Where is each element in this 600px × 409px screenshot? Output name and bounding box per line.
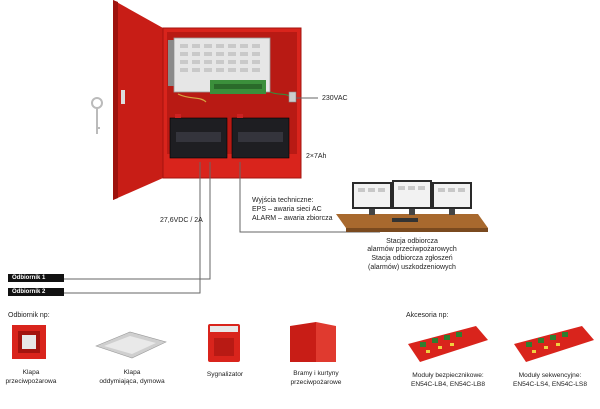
accessory-label-sequential-modules: Moduły sekwencyjne: EN54C-LS4, EN54C-LS8	[500, 372, 600, 389]
product-sequential-module	[514, 326, 594, 362]
monitor-middle	[392, 180, 432, 215]
product-fire-damper-line1: Klapa	[22, 369, 40, 376]
station-line-1: Stacja odbiorcza	[386, 238, 438, 245]
receiver-1-tag: Odbiornik 1	[8, 274, 64, 282]
technical-output-eps: EPS – awaria sieci AC	[252, 206, 322, 213]
product-smoke-damper-line1: Klapa	[123, 369, 141, 376]
product-fuse-module	[408, 326, 488, 362]
workstation	[336, 180, 488, 232]
receiver-2-tag: Odbiornik 2	[8, 288, 64, 296]
output-voltage-label: 27,6VDC / 2A	[160, 217, 203, 224]
product-signaller-line1: Sygnalizator	[206, 371, 244, 378]
station-line-2: alarmów przeciwpożarowych	[367, 246, 457, 253]
accessory-label-fuse-modules: Moduły bezpiecznikowe: EN54C-LB4, EN54C-…	[398, 372, 498, 389]
product-fire-damper-line2: przeciwpożarowa	[5, 377, 57, 385]
battery-label: 2×7Ah	[306, 153, 327, 160]
product-fire-damper	[12, 325, 46, 359]
monitor-left	[352, 182, 392, 215]
receivers-example-title: Odbiornik np:	[8, 312, 50, 319]
station-line-3: Stacja odbiorcza zgłoszeń	[371, 255, 453, 262]
accessory-sequential-modules-line2: EN54C-LS4, EN54C-LS8	[512, 380, 588, 388]
technical-output-alarm: ALARM – awaria zbiorcza	[252, 215, 333, 222]
key-icon	[91, 97, 103, 134]
monitor-right	[432, 182, 472, 215]
product-smoke-damper	[95, 331, 167, 359]
product-fire-gate-line1: Bramy i kurtyny	[293, 370, 339, 377]
product-label-smoke-damper: Klapa oddymiająca, dymowa	[92, 369, 172, 386]
product-smoke-damper-line2: oddymiająca, dymowa	[99, 377, 165, 385]
product-label-signaller: Sygnalizator	[196, 371, 254, 380]
station-line-4: (alarmów) uszkodzeniowych	[368, 264, 456, 271]
product-signaller	[208, 324, 240, 362]
product-fire-gate	[290, 322, 336, 362]
product-label-fire-gate: Bramy i kurtyny przeciwpożarowe	[276, 370, 356, 387]
keyboard	[392, 218, 418, 222]
product-label-fire-damper: Klapa przeciwpożarowa	[2, 369, 60, 386]
cabinet-door	[113, 0, 163, 200]
accessory-fuse-modules-line1: Moduły bezpiecznikowe:	[412, 372, 484, 379]
wiring	[60, 97, 380, 294]
accessory-sequential-modules-line1: Moduły sekwencyjne:	[518, 372, 582, 379]
power-label: 230VAC	[322, 95, 348, 102]
product-fire-gate-line2: przeciwpożarowe	[290, 378, 342, 386]
accessories-title: Akcesoria np:	[406, 312, 449, 319]
technical-outputs-title: Wyjścia techniczne:	[252, 197, 314, 204]
power-supply-cabinet	[162, 27, 302, 179]
accessory-fuse-modules-line2: EN54C-LB4, EN54C-LB8	[410, 380, 486, 388]
